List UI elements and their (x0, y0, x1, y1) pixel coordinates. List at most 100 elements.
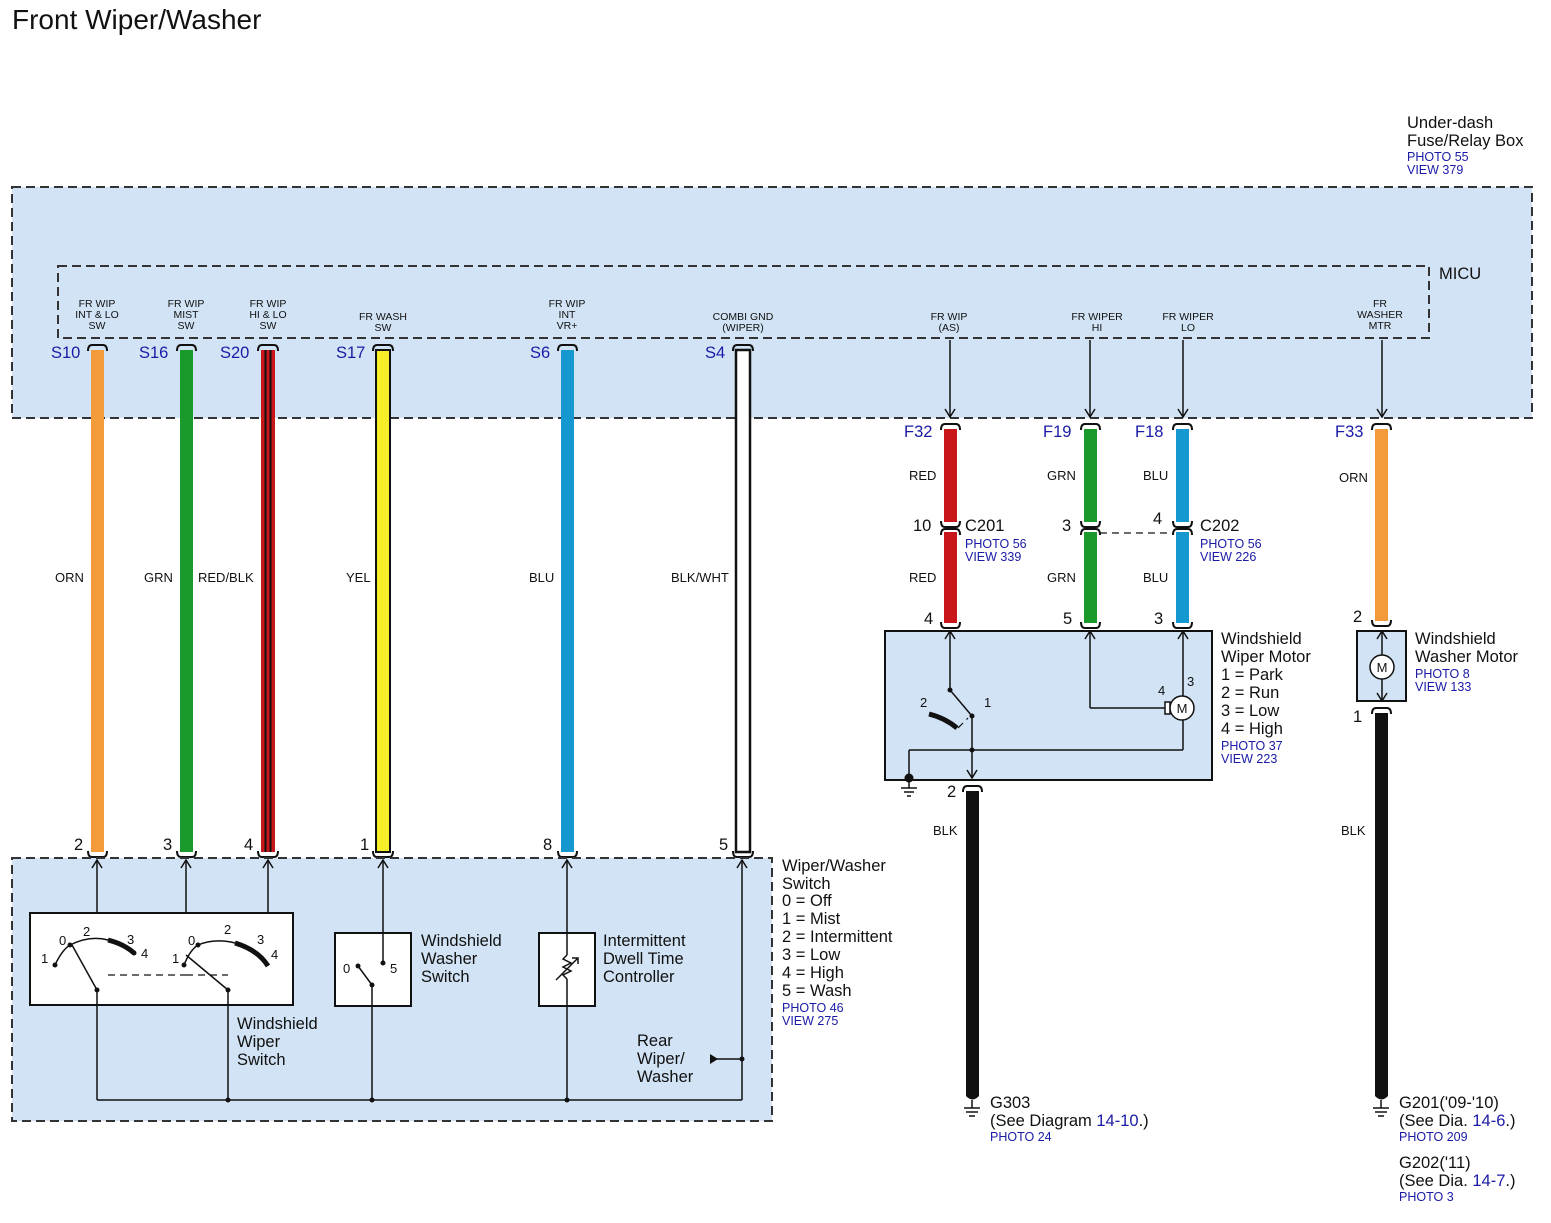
motor-contact-mark: 1 (984, 695, 991, 710)
washer-motor-photo: PHOTO 8 (1415, 667, 1470, 681)
g202-see: (See Dia. 14-7.) (1399, 1172, 1516, 1190)
terminal-id: S16 (139, 344, 168, 362)
wire-grn-f19-upper (1084, 429, 1097, 522)
micu-output-f18: FR WIPER LO (1162, 311, 1214, 334)
dwell-resistor-icon (555, 933, 579, 1006)
terminal-label: FR WASH (359, 311, 407, 323)
wire-color-label: GRN (1047, 468, 1076, 483)
dial-mark: 3 (127, 932, 134, 947)
terminal-label: SW (178, 320, 195, 332)
micu-output-f32: FR WIP (AS) (931, 311, 968, 334)
ground-g202: G202('11) (See Dia. 14-7.) PHOTO 3 (1399, 1154, 1516, 1204)
wiper-motor-name-1: Windshield (1221, 630, 1302, 648)
micu-output-arrows (944, 340, 1388, 419)
terminal-id: S6 (530, 344, 550, 362)
c201-photo: PHOTO 56 (965, 537, 1027, 551)
terminal-id: S10 (51, 344, 80, 362)
wiper-motor-view: VIEW 223 (1221, 752, 1277, 766)
washer-switch-label-2: Washer (421, 950, 478, 968)
terminal-label: (WIPER) (722, 322, 763, 334)
terminal-id: S17 (336, 344, 365, 362)
g201-diagram-link[interactable]: 14-6 (1472, 1112, 1505, 1130)
wire-color-label: GRN (1047, 570, 1076, 585)
dial-mark: 4 (141, 946, 148, 961)
switch-pin-number: 2 (74, 836, 83, 854)
g303-name: G303 (990, 1094, 1030, 1112)
switch-name-1: Wiper/Washer (782, 857, 886, 875)
g303-diagram-link[interactable]: 14-10 (1096, 1112, 1138, 1130)
ground-icon (1373, 1100, 1389, 1117)
c201-name: C201 (965, 517, 1004, 535)
wiper-motor-position: 3 = Low (1221, 702, 1279, 720)
dwell-label-3: Controller (603, 968, 675, 986)
g201-photo: PHOTO 209 (1399, 1130, 1468, 1144)
dial-mark: 2 (224, 922, 231, 937)
motor-symbol: M (1177, 701, 1188, 716)
c202-name: C202 (1200, 517, 1239, 535)
wiper-switch-label-1: Windshield (237, 1015, 318, 1033)
terminal-label: HI (1092, 322, 1103, 334)
wire-blu-f18-lower (1176, 532, 1189, 623)
wire-color-label: BLK (1341, 823, 1366, 838)
terminal-label: SW (260, 320, 277, 332)
rear-wiper-label-2: Wiper/ (637, 1050, 685, 1068)
switch-name-2: Switch (782, 875, 831, 893)
wire-color-label: BLU (529, 570, 554, 585)
wiper-motor: 2 1 4 3 M Windshield Wiper Motor 1 = Par… (884, 629, 1311, 797)
wire-orn-s10 (91, 350, 104, 852)
ground-icon (964, 1100, 980, 1117)
motor-pin: 5 (1063, 610, 1072, 628)
terminal-label: MTR (1369, 320, 1392, 332)
terminal-label: FR WIPER (1162, 311, 1214, 323)
wash-mark: 0 (343, 961, 350, 976)
wire-color-label: YEL (346, 570, 371, 585)
washer-motor-view: VIEW 133 (1415, 680, 1471, 694)
g303-see: (See Diagram 14-10.) (990, 1112, 1149, 1130)
wire-color-label: RED/BLK (198, 570, 254, 585)
dial-mark: 1 (41, 951, 48, 966)
wiper-switch-dial-box (29, 912, 294, 1006)
terminal-label: LO (1181, 322, 1195, 334)
wire-grn-f19-lower (1084, 532, 1097, 623)
terminal-label: FR WIP (931, 311, 968, 323)
wiper-switch-label-2: Wiper (237, 1033, 281, 1051)
wiper-motor-position: 2 = Run (1221, 684, 1279, 702)
terminal-label: FR WIP (168, 298, 205, 310)
micu-terminal-s6: FR WIP INT VR+ S6 (530, 298, 585, 362)
washer-switch-label-3: Switch (421, 968, 470, 986)
wire-yel-s17 (375, 349, 391, 853)
dial-mark: 1 (172, 951, 179, 966)
switch-pin-number: 3 (163, 836, 172, 854)
dial-mark: 4 (271, 947, 278, 962)
connector-c202: C202 PHOTO 56 VIEW 226 (1200, 517, 1262, 564)
terminal-id: F32 (904, 423, 932, 441)
g201-see: (See Dia. 14-6.) (1399, 1112, 1516, 1130)
connector-c201: C201 PHOTO 56 VIEW 339 (965, 517, 1027, 564)
connector-pin: 10 (913, 517, 931, 535)
washer-switch-contacts: 0 5 (343, 933, 397, 988)
wire-orn-f33 (1375, 429, 1388, 621)
wire-color-label: BLU (1143, 468, 1168, 483)
ground-g201: G201('09-'10) (See Dia. 14-6.) PHOTO 209 (1373, 1094, 1516, 1144)
diagram-title: Front Wiper/Washer (12, 4, 261, 35)
terminal-label: INT (559, 309, 577, 321)
wiper-motor-icon: M (1164, 695, 1195, 721)
switch-position: 1 = Mist (782, 910, 841, 928)
motor-pin: 4 (924, 610, 933, 628)
switch-pin-number: 4 (244, 836, 253, 854)
switch-pin-number: 5 (719, 836, 728, 854)
terminal-id: S20 (220, 344, 249, 362)
terminal-label: SW (89, 320, 106, 332)
motor-pin: 3 (1154, 610, 1163, 628)
wiper-dial-right: 0 1 2 3 4 (172, 922, 278, 993)
wiper-motor-position: 1 = Park (1221, 666, 1284, 684)
wash-mark: 5 (390, 961, 397, 976)
wiper-switch-label-3: Switch (237, 1051, 286, 1069)
wiper-washer-switch: 0 1 2 3 4 0 1 2 3 4 Windshield Wiper Swi… (11, 857, 893, 1122)
switch-position: 4 = High (782, 964, 844, 982)
terminal-label: COMBI GND (713, 311, 774, 323)
wire-color-label: BLK/WHT (671, 570, 729, 585)
wiper-motor-box (884, 630, 1213, 781)
g202-diagram-link[interactable]: 14-7 (1472, 1172, 1505, 1190)
c202-photo: PHOTO 56 (1200, 537, 1262, 551)
